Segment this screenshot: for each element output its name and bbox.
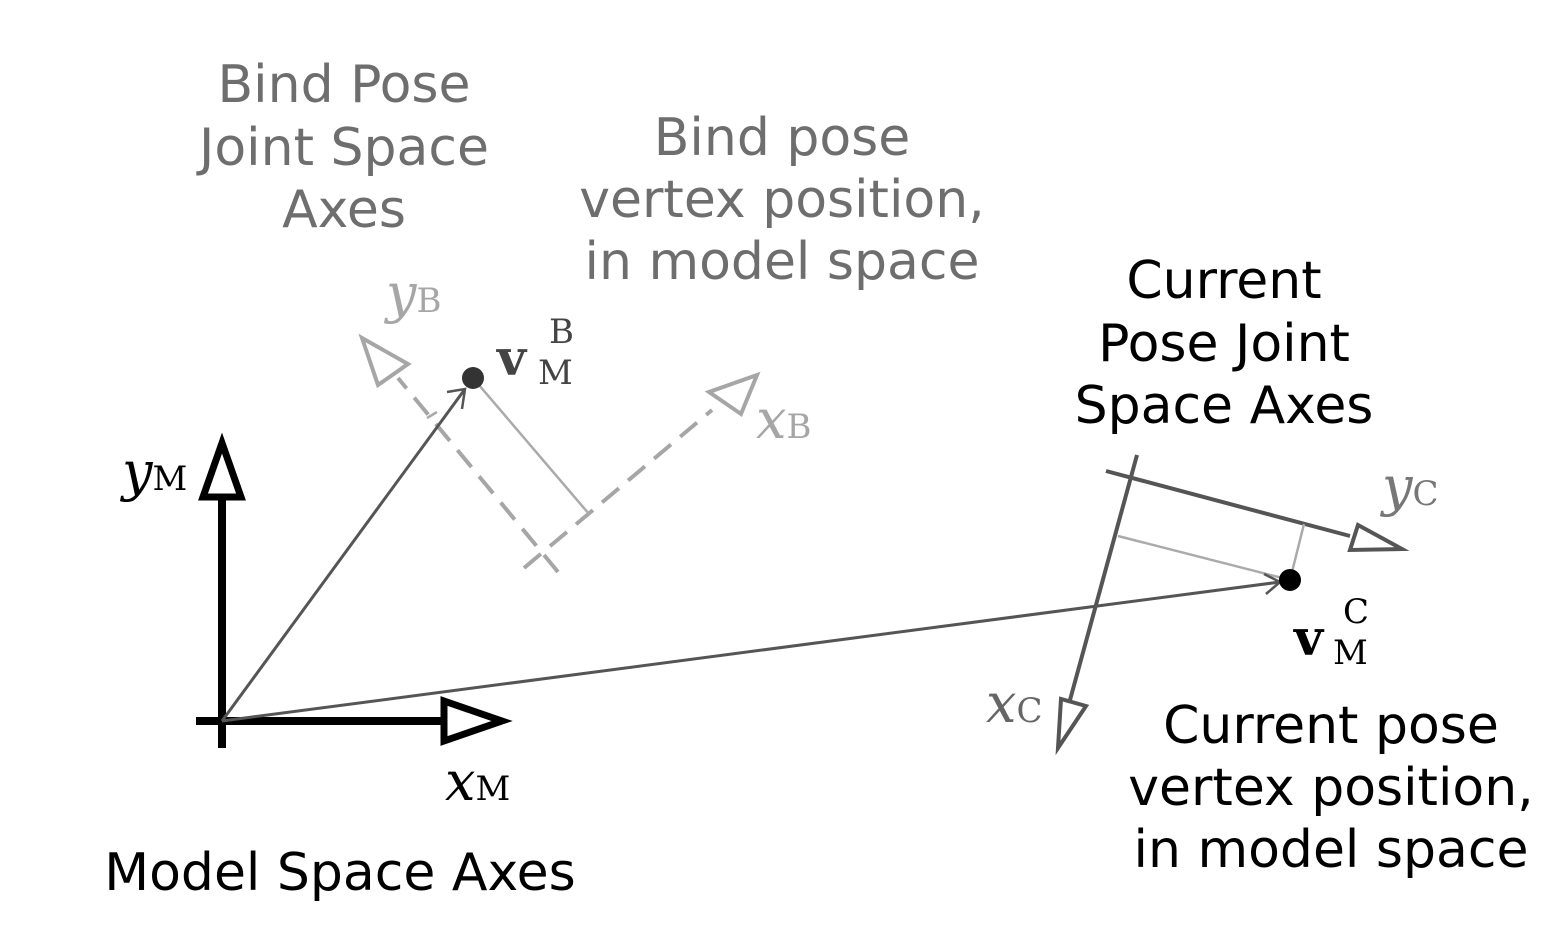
bind-y-axis-line <box>396 376 560 574</box>
bind-y-var: y <box>384 262 418 325</box>
current-x-sub: C <box>1016 691 1042 731</box>
bind-vertex-superscript: B <box>549 312 574 352</box>
current-y-axis-line <box>1105 469 1351 538</box>
model-x-sub: M <box>475 769 510 809</box>
bind-x-var: x <box>756 388 786 451</box>
bind-y-sub: B <box>417 281 442 321</box>
model-y-axis-label: yM <box>120 440 187 503</box>
current-y-var: y <box>1380 455 1414 518</box>
current-pose-joint-axes <box>1055 454 1410 756</box>
model-x-axis-label: xM <box>445 750 510 813</box>
bind-x-axis-line <box>522 408 714 570</box>
current-x-axis-arrowhead <box>1055 696 1090 756</box>
bind-joint-caption-line-3: Axes <box>282 180 406 240</box>
projection-lines <box>426 377 1306 582</box>
bind-vertex-vector <box>220 388 467 722</box>
current-vertex-label: v M C <box>1293 592 1369 673</box>
bind-vertex-caption-line-3: in model space <box>585 232 980 292</box>
model-y-axis-arrowhead <box>198 432 246 501</box>
model-x-var: x <box>445 750 475 813</box>
current-joint-caption-line-3: Space Axes <box>1075 376 1374 436</box>
current-pose-vertex-caption: Current pose vertex position, in model s… <box>1128 696 1533 880</box>
current-vertex-caption-line-3: in model space <box>1134 820 1529 880</box>
bind-pose-joint-axes-caption: Bind Pose Joint Space Axes <box>196 55 489 240</box>
bind-projection-onto-x <box>472 377 590 515</box>
bind-y-axis-arrowhead <box>358 333 412 389</box>
current-vertex-caption-line-1: Current pose <box>1163 696 1499 756</box>
current-projection-onto-y <box>1117 534 1291 582</box>
bind-vertex-caption-line-2: vertex position, <box>579 170 984 230</box>
current-y-sub: C <box>1413 474 1439 514</box>
bind-x-axis-arrowhead <box>704 371 761 418</box>
bind-y-axis-label: yB <box>384 262 442 325</box>
current-pose-joint-axes-caption: Current Pose Joint Space Axes <box>1075 251 1374 436</box>
current-vertex-vector <box>221 580 1281 723</box>
current-joint-caption-line-2: Pose Joint <box>1098 314 1350 374</box>
model-y-sub: M <box>153 459 188 499</box>
bind-projection-tick <box>426 410 438 420</box>
current-x-var: x <box>986 672 1016 735</box>
bind-vertex-caption-line-1: Bind pose <box>654 108 911 168</box>
model-space-axes-caption: Model Space Axes <box>104 843 575 903</box>
model-y-var: y <box>120 440 154 503</box>
current-vertex-subscript: M <box>1333 633 1368 673</box>
current-y-axis-label: yC <box>1380 455 1439 518</box>
bind-vertex-symbol: v <box>496 328 528 387</box>
bind-vertex-vector-arrowhead <box>446 387 467 410</box>
current-y-axis-arrowhead <box>1347 522 1410 553</box>
bind-x-sub: B <box>786 407 811 447</box>
model-space-axes <box>196 432 513 748</box>
current-x-axis-line <box>1068 454 1139 701</box>
current-vertex-superscript: C <box>1343 592 1369 632</box>
bind-joint-caption-line-2: Joint Space <box>196 118 489 178</box>
position-vectors <box>220 387 1283 723</box>
current-vertex-point <box>1279 569 1301 591</box>
current-joint-caption-line-1: Current <box>1126 251 1321 311</box>
bind-joint-caption-line-1: Bind Pose <box>217 55 470 115</box>
bind-x-axis-label: xB <box>756 388 811 451</box>
current-vertex-symbol: v <box>1293 608 1325 667</box>
bind-vertex-label: v M B <box>496 312 574 393</box>
bind-vertex-point <box>462 367 484 389</box>
current-vertex-caption-line-2: vertex position, <box>1128 758 1533 818</box>
bind-pose-joint-axes <box>358 333 761 574</box>
model-x-axis-arrowhead <box>440 696 513 746</box>
bind-pose-vertex-caption: Bind pose vertex position, in model spac… <box>579 108 984 292</box>
current-x-axis-label: xC <box>986 672 1042 735</box>
bind-vertex-subscript: M <box>538 353 573 393</box>
